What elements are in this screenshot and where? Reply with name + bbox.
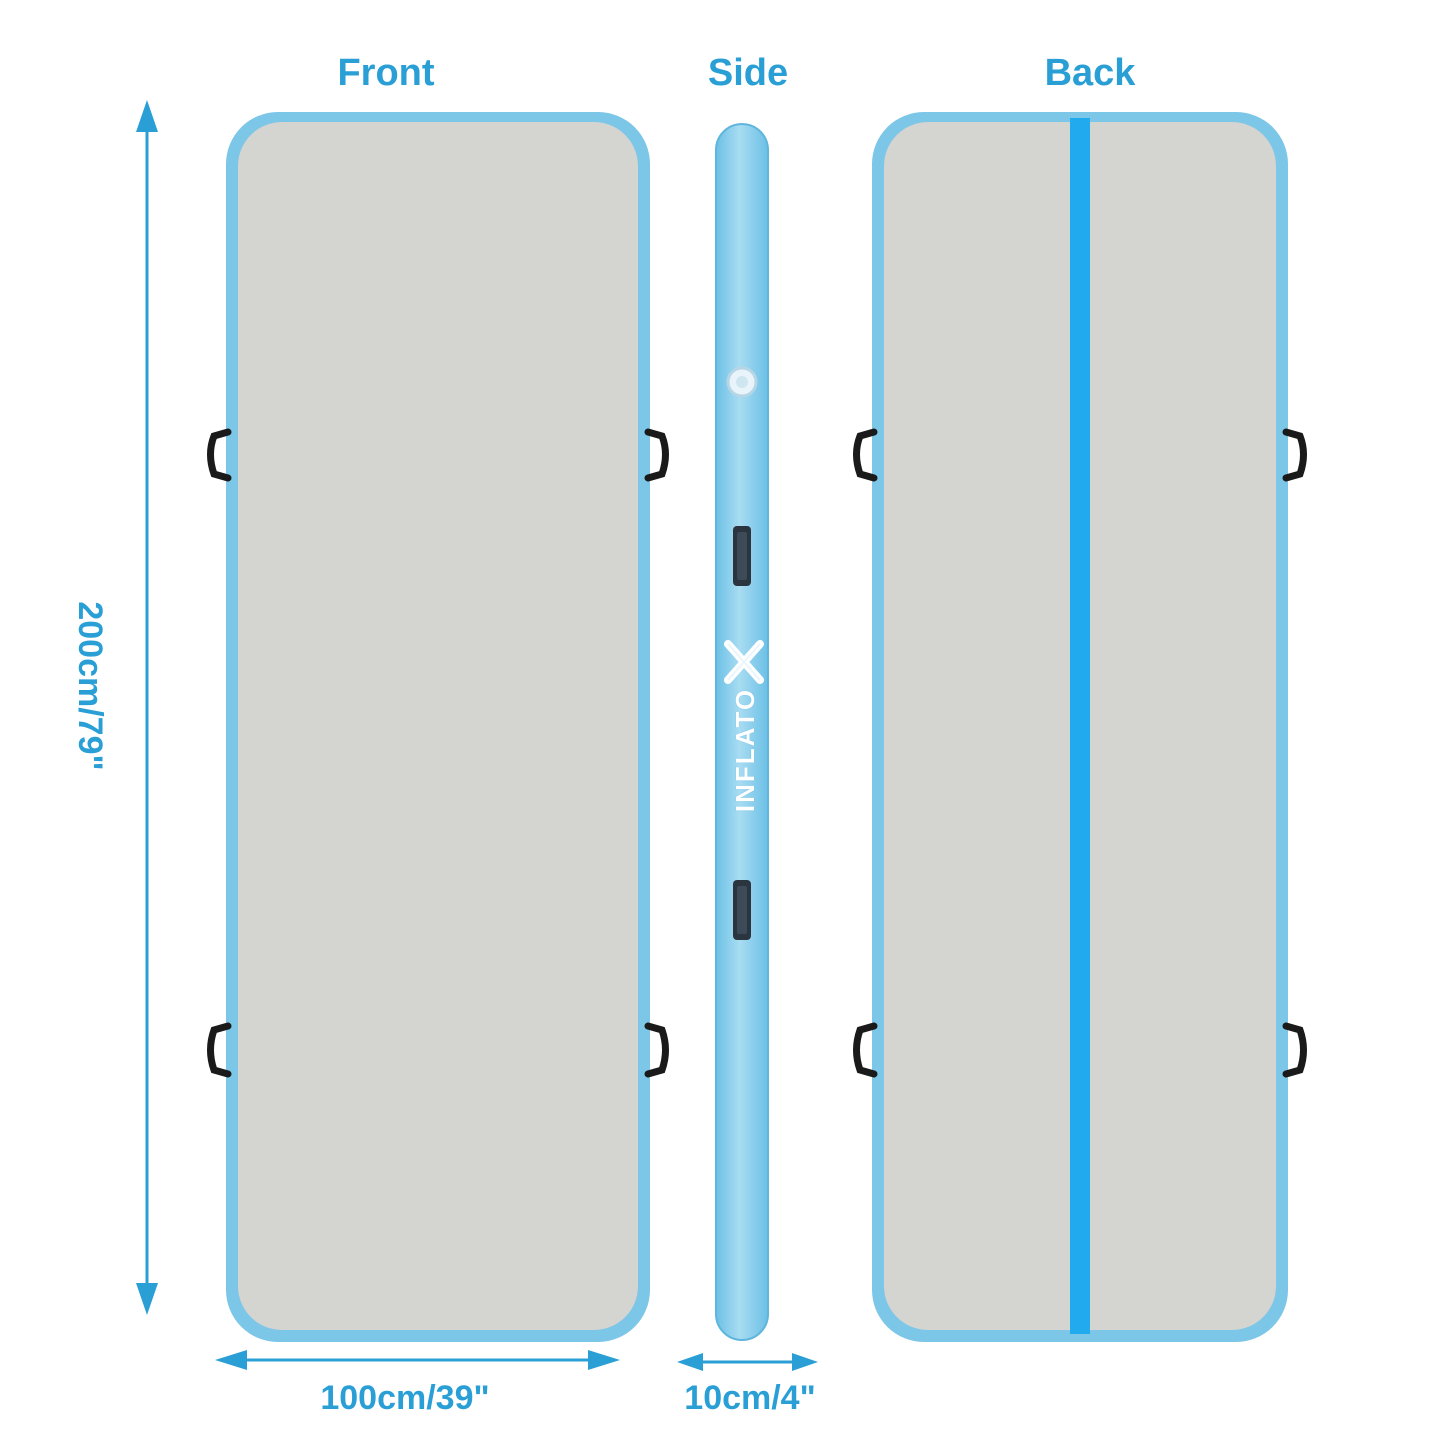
handle-icon xyxy=(207,1022,232,1078)
depth-dimension-label: 10cm/4" xyxy=(684,1379,816,1417)
depth-arrow xyxy=(677,1353,818,1371)
handle-icon xyxy=(207,428,232,482)
width-dimension-label: 100cm/39" xyxy=(320,1379,490,1417)
back-mat xyxy=(853,112,1307,1342)
brand-x-icon xyxy=(724,640,764,684)
handle-icon xyxy=(644,428,669,482)
handle-icon xyxy=(1282,1022,1307,1078)
side-handle-icon xyxy=(733,880,751,940)
handle-icon xyxy=(1282,428,1307,482)
valve-icon xyxy=(726,366,758,398)
side-handle-icon xyxy=(733,526,751,586)
width-arrow xyxy=(215,1350,620,1370)
center-stripe xyxy=(1070,118,1090,1334)
back-view-label: Back xyxy=(1044,52,1136,94)
handle-icon xyxy=(853,428,878,482)
front-view-label: Front xyxy=(337,52,435,94)
height-arrow xyxy=(136,100,158,1315)
handle-icon xyxy=(644,1022,669,1078)
handle-icon xyxy=(853,1022,878,1078)
brand-logo-text: INFLATO xyxy=(730,687,760,813)
front-mat xyxy=(207,112,669,1342)
side-view-label: Side xyxy=(707,52,789,94)
side-mat xyxy=(715,123,769,1341)
height-dimension-label: 200cm/79" xyxy=(71,601,109,771)
